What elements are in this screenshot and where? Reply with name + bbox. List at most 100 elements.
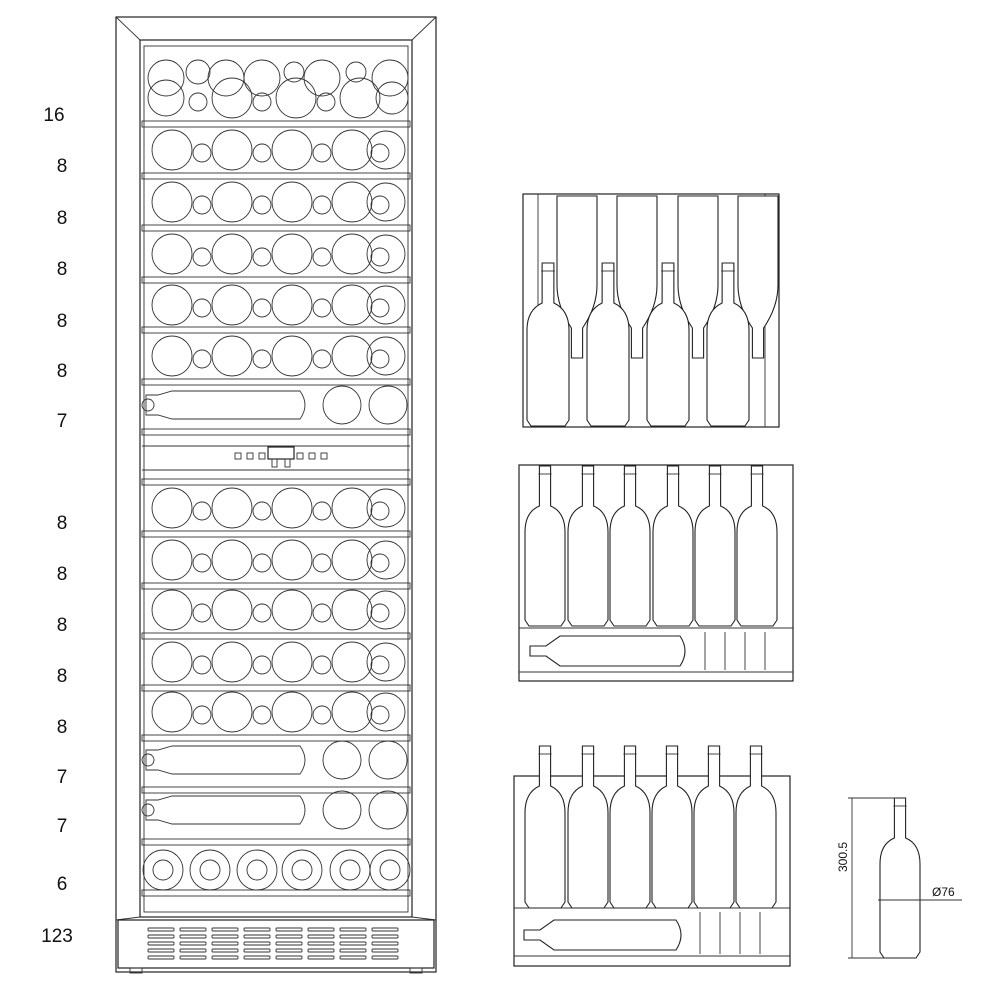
bottle-end: [375, 81, 409, 115]
rack-count: 8: [56, 666, 68, 687]
bottle-end: [271, 691, 313, 733]
shelf: [141, 889, 411, 897]
bottle-end: [366, 692, 406, 732]
bottle-base: [329, 849, 371, 891]
vent-slot: [339, 948, 367, 953]
vent-slot: [371, 948, 399, 953]
bottle-end: [252, 247, 272, 267]
rack-count: 8: [56, 311, 68, 332]
bottle-punt: [291, 859, 313, 881]
vent-slot: [147, 955, 175, 960]
vent-slot: [371, 934, 399, 939]
bottle-end: [303, 59, 341, 97]
vent-slot: [179, 927, 207, 932]
bottle-end: [312, 603, 332, 623]
bottle-end: [370, 603, 390, 623]
bottle-end: [312, 195, 332, 215]
shelf: [141, 530, 411, 538]
bottle-end: [331, 181, 373, 223]
bottle-end: [331, 487, 373, 529]
vent-slot: [371, 927, 399, 932]
vent-slot: [275, 948, 303, 953]
bottle-end: [252, 553, 272, 573]
bottle-end: [322, 790, 362, 830]
lying-bottle: [145, 795, 306, 825]
bottle-end: [366, 488, 406, 528]
bottle-end: [151, 129, 193, 171]
foot: [409, 967, 423, 974]
vent-slot: [339, 955, 367, 960]
bottle-end: [331, 691, 373, 733]
panel-button: [308, 452, 316, 460]
panel-button: [234, 452, 242, 460]
vent-slot: [243, 941, 271, 946]
bottle-end: [331, 233, 373, 275]
bottle-end: [271, 129, 313, 171]
bottle-end: [312, 655, 332, 675]
vent-slot: [371, 955, 399, 960]
bottle-end: [366, 130, 406, 170]
bottle-base: [142, 849, 184, 891]
bottle-neck: [141, 398, 155, 412]
bottle-end: [151, 589, 193, 631]
shelf: [141, 378, 411, 386]
rack-count: 8: [56, 208, 68, 229]
vent-slot: [179, 934, 207, 939]
bottle-end: [366, 182, 406, 222]
bottle-end: [192, 655, 212, 675]
bottle-end: [271, 181, 313, 223]
bottle-end: [252, 655, 272, 675]
vent-slot: [307, 948, 335, 953]
bottle-end: [312, 349, 332, 369]
rack-count: 8: [56, 361, 68, 382]
bottle-end: [192, 349, 212, 369]
vent-slot: [211, 927, 239, 932]
shelf: [141, 478, 411, 486]
inner-frame: [139, 39, 413, 918]
bottle-neck: [141, 803, 155, 817]
bottle-end: [370, 247, 390, 267]
vent-slot: [147, 948, 175, 953]
bottle-end: [211, 691, 253, 733]
shelf: [141, 326, 411, 334]
shelf: [141, 224, 411, 232]
bottle-end: [322, 740, 362, 780]
frame-edge: [115, 16, 141, 41]
bottle-end: [271, 487, 313, 529]
bottle-end: [370, 298, 390, 318]
bottle-end: [151, 539, 193, 581]
vent-slot: [243, 955, 271, 960]
bottle-base: [281, 849, 323, 891]
bottle-end: [151, 284, 193, 326]
vent-slot: [307, 927, 335, 932]
vent-slot: [339, 927, 367, 932]
bottle-end: [339, 77, 381, 119]
bottle-base: [369, 849, 411, 891]
bottle-end: [151, 487, 193, 529]
bottle-end: [252, 92, 272, 112]
bottle-end: [370, 655, 390, 675]
bottle-end: [271, 335, 313, 377]
vent-slot: [179, 948, 207, 953]
panel-button: [246, 452, 254, 460]
bottle-end: [331, 335, 373, 377]
rack-count: 8: [56, 259, 68, 280]
bottle-end: [252, 195, 272, 215]
vent-slot: [211, 934, 239, 939]
bottle-base: [236, 849, 278, 891]
bottle-end: [368, 385, 408, 425]
bottle-punt: [152, 859, 174, 881]
vent-slot: [179, 941, 207, 946]
bottle-end: [192, 501, 212, 521]
bottle-end: [370, 195, 390, 215]
bottle-end: [211, 181, 253, 223]
bottle-base: [189, 849, 231, 891]
bottle-end: [252, 298, 272, 318]
bottle-end: [331, 589, 373, 631]
rack-count: 6: [56, 874, 68, 895]
rack-count: 8: [56, 615, 68, 636]
shelf: [141, 838, 411, 846]
bottle-end: [211, 539, 253, 581]
bottle-end: [151, 335, 193, 377]
display: [267, 446, 295, 460]
